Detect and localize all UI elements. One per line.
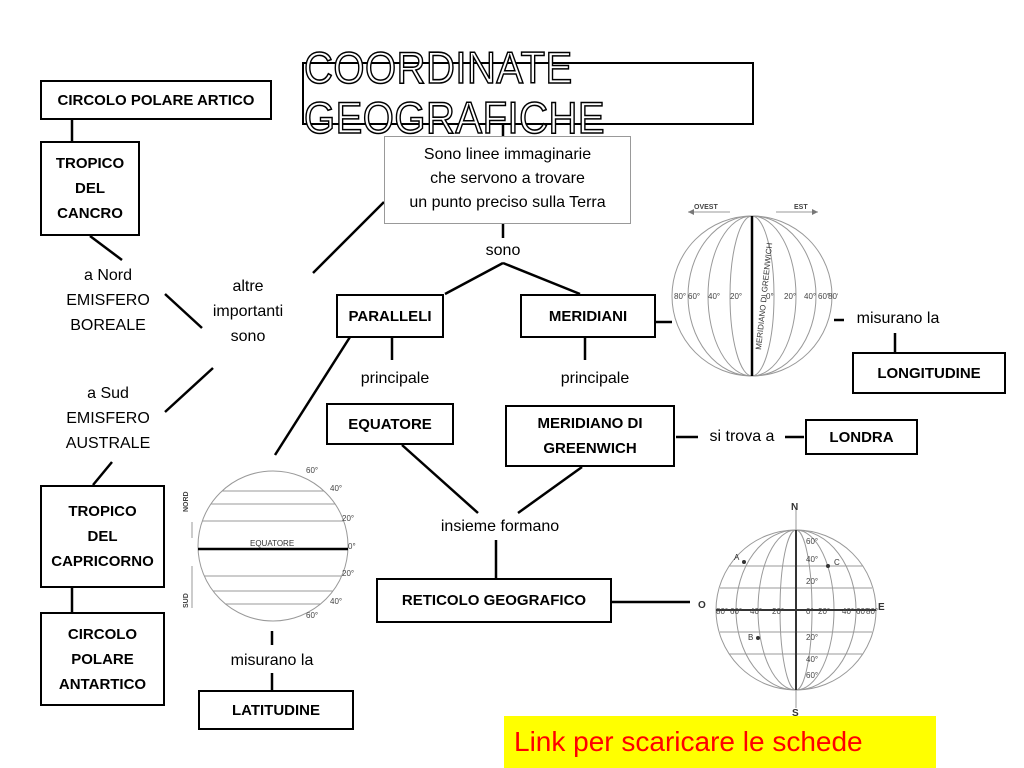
globe-grid-tick: 20° xyxy=(806,577,818,586)
globe-meridians-tick: 60° xyxy=(818,292,830,301)
principale-meridiani-label: principale xyxy=(560,370,630,387)
globe-grid-tick: 60° xyxy=(856,607,868,616)
globe-parallels-tick: 40° xyxy=(330,484,342,493)
meridiano-greenwich-box: MERIDIANO DI GREENWICH xyxy=(505,405,675,467)
globe-grid-tick: 60° xyxy=(806,537,818,546)
globe-grid-tick: 20° xyxy=(806,633,818,642)
globe-grid-a: A xyxy=(734,553,740,562)
misurano-la-latitudine-label: misurano la xyxy=(230,652,314,669)
latitudine-box: LATITUDINE xyxy=(198,690,354,730)
globe-meridians-image: OVEST EST MERIDIANO DI GREENWICH 80°60°4… xyxy=(671,204,838,377)
globe-parallels-equatore: EQUATORE xyxy=(250,539,294,548)
globe-grid-tick: 80° xyxy=(716,607,728,616)
si-trova-a-label: si trova a xyxy=(709,428,775,445)
globe-parallels-image: NORD SUD EQUATORE 60° 40° 20° 0° 20° 40° 60° xyxy=(183,466,356,622)
emisfero-boreale-label: a Nord EMISFERO BOREALE xyxy=(66,267,150,334)
equatore-box: EQUATORE xyxy=(326,403,454,445)
globe-meridians-est: EST xyxy=(794,204,808,211)
globe-meridians-tick: 40° xyxy=(804,292,816,301)
misurano-la-longitudine-label: misurano la xyxy=(856,310,940,327)
emisfero-australe-label: a Sud EMISFERO AUSTRALE xyxy=(65,385,151,452)
globe-meridians-tick: 40° xyxy=(708,292,720,301)
globe-meridians-tick: 20° xyxy=(730,292,742,301)
tropico-capricorno-box: TROPICO DEL CAPRICORNO xyxy=(40,485,165,588)
circolo-polare-antartico-box: CIRCOLO POLARE ANTARTICO xyxy=(40,612,165,706)
londra-box: LONDRA xyxy=(805,419,918,455)
globe-grid-o: O xyxy=(698,600,706,611)
globe-grid-n: N xyxy=(791,502,798,513)
globe-grid-tick: 80° xyxy=(866,607,878,616)
definition-box: Sono linee immaginarie che servono a tro… xyxy=(384,136,631,224)
reticolo-geografico-box: RETICOLO GEOGRAFICO xyxy=(376,578,612,623)
tropico-cancro-box: TROPICO DEL CANCRO xyxy=(40,141,140,236)
globe-parallels-tick: 40° xyxy=(330,597,342,606)
altre-importanti-label: altre importanti sono xyxy=(212,278,284,345)
download-link[interactable]: Link per scaricare le schede xyxy=(504,716,936,768)
globe-parallels-tick: 60° xyxy=(306,466,318,475)
sono-label: sono xyxy=(485,242,521,259)
globe-meridians-tick: 80° xyxy=(828,292,838,301)
longitudine-box: LONGITUDINE xyxy=(852,352,1006,394)
globe-grid-e: E xyxy=(878,602,885,613)
globe-grid-image: N S O E A C B 60°40°20°80°60°40°20°0°20°… xyxy=(698,502,885,718)
principale-paralleli-label: principale xyxy=(360,370,430,387)
page-title: COORDINATE GEOGRAFICHE xyxy=(302,42,754,144)
globe-grid-tick: 0° xyxy=(806,607,814,616)
globe-grid-s: S xyxy=(792,708,799,718)
paralleli-box: PARALLELI xyxy=(336,294,444,338)
globe-meridians-ovest: OVEST xyxy=(694,204,718,211)
globe-parallels-sud: SUD xyxy=(183,593,190,608)
globe-meridians-tick: 20° xyxy=(784,292,796,301)
globe-grid-tick: 40° xyxy=(806,555,818,564)
insieme-formano-label: insieme formano xyxy=(440,518,560,535)
globe-meridians-tick: 60° xyxy=(688,292,700,301)
globe-grid-tick: 40° xyxy=(806,655,818,664)
globe-meridians-tick: 0° xyxy=(766,292,774,301)
globe-grid-c: C xyxy=(834,558,840,567)
globe-parallels-tick: 20° xyxy=(342,514,354,523)
globe-grid-tick: 40° xyxy=(750,607,762,616)
globe-grid-tick: 40° xyxy=(842,607,854,616)
globe-parallels-tick: 20° xyxy=(342,569,354,578)
globe-meridians-tick: 80° xyxy=(674,292,686,301)
title-text: COORDINATE GEOGRAFICHE xyxy=(303,42,606,143)
globe-parallels-tick: 0° xyxy=(348,542,356,551)
globe-grid-tick: 20° xyxy=(772,607,784,616)
globe-parallels-tick: 60° xyxy=(306,611,318,620)
globe-grid-tick: 20° xyxy=(818,607,830,616)
globe-grid-tick: 60° xyxy=(730,607,742,616)
globe-grid-b: B xyxy=(748,633,753,642)
circolo-polare-artico-box: CIRCOLO POLARE ARTICO xyxy=(40,80,272,120)
meridiani-box: MERIDIANI xyxy=(520,294,656,338)
globe-parallels-nord: NORD xyxy=(183,491,190,512)
globe-grid-tick: 60° xyxy=(806,671,818,680)
